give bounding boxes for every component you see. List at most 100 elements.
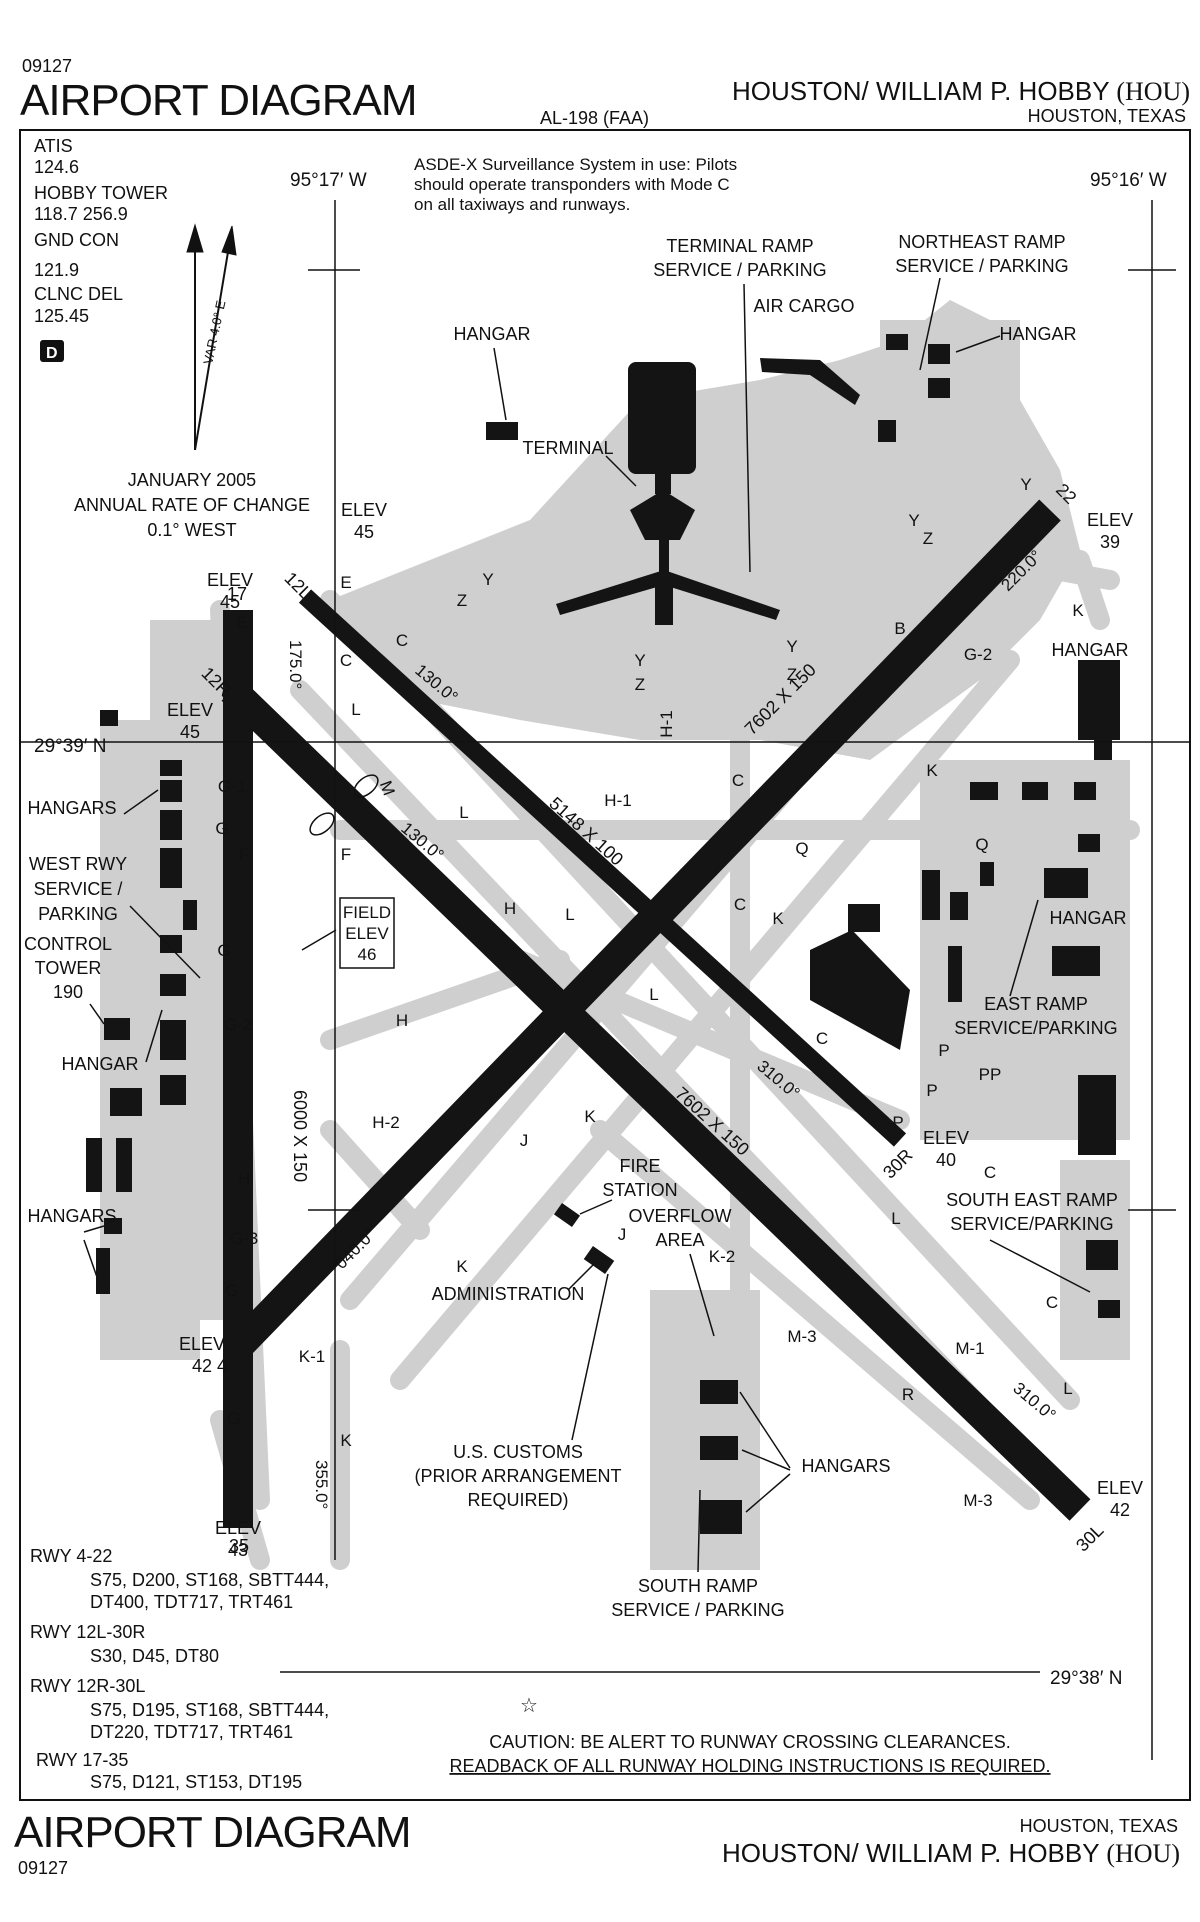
leader-se-ramp	[989, 1239, 1091, 1293]
label-south-ramp-1: SOUTH RAMP	[638, 1576, 758, 1596]
elev-rwy30r-value: 40	[936, 1150, 956, 1170]
label-ne-hangar: HANGAR	[999, 324, 1076, 344]
leader-ne-hangar	[955, 335, 1001, 353]
footer-airport-name: HOUSTON/ WILLIAM P. HOBBY (HOU)	[722, 1838, 1180, 1869]
rate-line-2: ANNUAL RATE OF CHANGE	[74, 495, 310, 515]
elev-rwy12l-value: 45	[354, 522, 374, 542]
fire-station-building	[553, 1202, 581, 1228]
rwy-info-3-line-1: S75, D195, ST168, SBTT444,	[90, 1700, 329, 1720]
runway-4-22	[224, 499, 1061, 1361]
taxiway-labels: E E Y Z C C L Y Z H-1 Y Z Y Z Y B G-2 K …	[215, 475, 1084, 1510]
east-block-1	[922, 870, 940, 920]
taxiway-label-y4: Y	[908, 511, 919, 530]
taxiway-label-k-south2: K	[340, 1431, 352, 1450]
freq-ground-value: 121.9	[34, 260, 79, 280]
footer-location: HOUSTON, TEXAS	[1019, 1816, 1178, 1836]
label-control-tower-3: 190	[53, 982, 83, 1002]
label-fire-2: STATION	[602, 1180, 677, 1200]
control-tower-building	[104, 1018, 130, 1040]
west-block-2	[160, 935, 182, 953]
elev-rwy30l-label: ELEV	[1097, 1478, 1143, 1498]
rwy-end-4: 4	[217, 1356, 227, 1376]
taxiway-label-g: G	[215, 819, 228, 838]
taxiway-label-d: C	[396, 631, 408, 650]
label-customs-3: REQUIRED)	[467, 1490, 568, 1510]
elev-rwy22-value: 39	[1100, 532, 1120, 552]
runway-layer	[221, 499, 1091, 1528]
rate-line-1: JANUARY 2005	[128, 470, 256, 490]
taxiway-label-m-se: L	[891, 1209, 900, 1228]
taxiway-parallel-422	[390, 650, 1020, 1390]
star-icon: ☆	[520, 1695, 538, 1717]
coordinate-grid	[20, 200, 1190, 1760]
facility-labels: TERMINAL RAMP SERVICE / PARKING NORTHEAS…	[24, 232, 1129, 1620]
frequency-block: ATIS 124.6 HOBBY TOWER 118.7 256.9 GND C…	[34, 136, 168, 326]
west-hangar-5	[160, 1020, 186, 1060]
taxiway-label-p3: P	[892, 1113, 903, 1132]
taxiway-label-pp: PP	[979, 1065, 1002, 1084]
label-west-hangars: HANGARS	[27, 798, 116, 818]
label-ne-ramp-2: SERVICE / PARKING	[895, 256, 1068, 276]
east-hangar-large	[1078, 660, 1120, 740]
label-south-hangars: HANGARS	[801, 1456, 890, 1476]
magnetic-variation: VAR 4.0° E	[200, 299, 228, 366]
taxiway-label-k-south: K	[584, 1107, 596, 1126]
latitude-south: 29°38′ N	[1050, 1668, 1122, 1689]
rwy-end-30l: 30L	[1072, 1520, 1107, 1555]
east-hangar-tail	[1094, 730, 1112, 760]
taxiway-label-p2: P	[926, 1081, 937, 1100]
rwy-end-17: 17	[227, 584, 247, 604]
rwy-17-35-dimensions: 6000 X 150	[290, 1090, 310, 1182]
leader-fire	[579, 1199, 613, 1215]
field-elev-value: 46	[358, 945, 377, 964]
east-block-3	[980, 862, 994, 886]
taxiway-label-h-mid: H	[504, 899, 516, 918]
label-overflow-2: AREA	[655, 1230, 704, 1250]
leader-terminal-ramp	[743, 283, 751, 573]
diagram-frame	[19, 129, 1191, 1801]
leader-south-hangars-2	[741, 1449, 791, 1471]
label-west-rwy-3: PARKING	[38, 904, 118, 924]
taxiway-label-n2: M-3	[963, 1491, 992, 1510]
west-hangar-1	[160, 760, 182, 776]
label-north-hangar: HANGAR	[453, 324, 530, 344]
leader-west-rwy	[129, 905, 201, 979]
taxiway-label-r-east: Q	[975, 835, 988, 854]
asdex-notice: ASDE-X Surveillance System in use: Pilot…	[414, 155, 737, 214]
elev-rwy4-value: 42	[192, 1356, 212, 1376]
rwy-info-3-id: RWY 12R-30L	[30, 1676, 145, 1696]
magnetic-north-arrowhead-icon	[221, 225, 237, 256]
rwy-35-heading: 355.0°	[312, 1460, 331, 1509]
taxiway-label-k-sw: K	[456, 1257, 468, 1276]
south-hangar-1	[700, 1380, 738, 1404]
taxiway-label-m-far: L	[1063, 1379, 1072, 1398]
freq-clearance-value: 125.45	[34, 306, 89, 326]
leader-east-ramp	[1009, 899, 1039, 997]
west-hangar-9	[116, 1138, 132, 1192]
magnetic-north-arrow	[194, 239, 231, 451]
elev-rwy12r-value: 45	[180, 722, 200, 742]
west-hangar-10	[104, 1218, 122, 1234]
label-administration: ADMINISTRATION	[432, 1284, 585, 1304]
annual-change-note: JANUARY 2005 ANNUAL RATE OF CHANGE 0.1° …	[74, 470, 310, 540]
taxiway-label-k-ne: K	[926, 761, 938, 780]
taxiway-label-z3: Z	[787, 665, 797, 684]
rwy-info-4-line-1: S75, D121, ST153, DT195	[90, 1772, 302, 1792]
latitude-north: 29°39′ N	[34, 736, 106, 757]
footer-chart-number: 09127	[18, 1858, 69, 1878]
taxiway-label-m2: L	[459, 803, 468, 822]
taxiway-label-k-east: K	[1072, 601, 1084, 620]
taxiway-label-h2: H-2	[372, 1113, 399, 1132]
ne-hangar-2	[928, 378, 950, 398]
se-hangar-2	[1098, 1300, 1120, 1318]
rwy-end-35: 35	[229, 1536, 249, 1556]
rwy-info-4-id: RWY 17-35	[36, 1750, 128, 1770]
east-ramp-hangars	[810, 930, 910, 1050]
freq-atis-label: ATIS	[34, 136, 73, 156]
east-building-1	[970, 782, 998, 800]
east-block-2	[950, 892, 968, 920]
hot-spot-2	[309, 812, 335, 836]
label-customs-2: (PRIOR ARRANGEMENT	[414, 1466, 621, 1486]
taxiway-label-y5: Y	[1020, 475, 1031, 494]
administration-building	[583, 1245, 615, 1275]
